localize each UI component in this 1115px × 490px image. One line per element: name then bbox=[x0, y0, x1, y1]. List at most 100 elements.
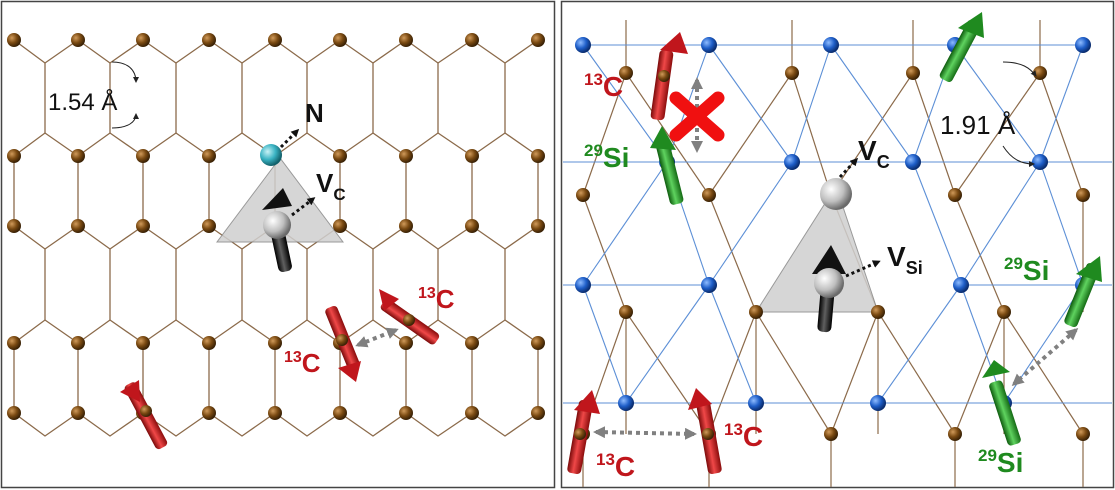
carbon-atom bbox=[71, 219, 85, 233]
c13-spin-arrow bbox=[120, 380, 168, 450]
vacancy-c-atom bbox=[820, 178, 852, 210]
silicon-atom bbox=[870, 395, 886, 411]
nitrogen-label: N bbox=[305, 98, 324, 128]
c13-spin-arrow bbox=[650, 32, 688, 121]
carbon-atom bbox=[202, 219, 216, 233]
carbon-atom bbox=[399, 219, 413, 233]
carbon-atom bbox=[619, 66, 633, 80]
carbon-atom bbox=[749, 305, 763, 319]
bond-length-label: 1.54 Å bbox=[48, 88, 117, 116]
bond-length-label: 1.91 Å bbox=[940, 110, 1016, 140]
sic-bond-network bbox=[563, 20, 1112, 487]
c13-coupling-arrow bbox=[355, 327, 399, 348]
vacancy-si-atom bbox=[814, 268, 844, 298]
carbon-atom bbox=[268, 406, 282, 420]
c13-spin-arrow bbox=[379, 289, 440, 345]
cc-bond-network bbox=[13, 39, 539, 437]
silicon-atom bbox=[701, 37, 717, 53]
silicon-atom bbox=[905, 154, 921, 170]
carbon-atom bbox=[997, 305, 1011, 319]
silicon-atom bbox=[784, 154, 800, 170]
bond-length-bracket bbox=[1002, 145, 1035, 167]
carbon-atom bbox=[465, 33, 479, 47]
carbon-atom bbox=[399, 406, 413, 420]
c13-spin-arrow bbox=[325, 305, 361, 382]
silicon-atom bbox=[748, 395, 764, 411]
carbon-atom bbox=[7, 336, 21, 350]
carbon-atom bbox=[1076, 427, 1090, 441]
carbon-atom bbox=[333, 33, 347, 47]
si29-label: 29Si bbox=[584, 141, 629, 173]
si29-spin-arrow bbox=[939, 12, 984, 83]
carbon-atoms bbox=[7, 33, 545, 420]
carbon-atom bbox=[948, 427, 962, 441]
carbon-atom bbox=[399, 336, 413, 350]
vacancy-c-label: VC bbox=[858, 135, 890, 172]
carbon-atom bbox=[531, 219, 545, 233]
carbon-atom bbox=[71, 33, 85, 47]
silicon-atom bbox=[1032, 154, 1048, 170]
carbon-atom bbox=[71, 336, 85, 350]
blocked-cross-icon bbox=[669, 91, 725, 142]
carbon-atom bbox=[824, 427, 838, 441]
c13-coupling-arrow bbox=[593, 426, 697, 440]
carbon-atom bbox=[465, 336, 479, 350]
carbon-atom bbox=[948, 188, 962, 202]
c13-spin-arrow bbox=[688, 388, 722, 475]
carbon-atom bbox=[906, 66, 920, 80]
bond-length-bracket bbox=[111, 113, 139, 129]
carbon-atom bbox=[531, 33, 545, 47]
nitrogen-atom bbox=[260, 144, 282, 166]
vacancy-triangle bbox=[755, 184, 879, 313]
silicon-atom bbox=[953, 277, 969, 293]
bond-length-bracket bbox=[1002, 61, 1037, 77]
carbon-atom bbox=[531, 406, 545, 420]
carbon-atom bbox=[333, 149, 347, 163]
carbon-atom bbox=[268, 33, 282, 47]
carbon-atom bbox=[136, 33, 150, 47]
carbon-atom bbox=[531, 149, 545, 163]
si29-label: 29Si bbox=[978, 446, 1023, 478]
c13-spin-arrow bbox=[567, 390, 600, 475]
carbon-atom bbox=[399, 149, 413, 163]
carbon-atom bbox=[465, 219, 479, 233]
carbon-atom bbox=[202, 33, 216, 47]
vacancy-atom bbox=[263, 211, 291, 239]
carbon-atom bbox=[531, 336, 545, 350]
c13-label: 13C bbox=[284, 348, 321, 378]
carbon-atom bbox=[71, 149, 85, 163]
carbon-atom bbox=[136, 336, 150, 350]
carbon-atom bbox=[7, 149, 21, 163]
si29-spin-arrow bbox=[982, 360, 1021, 446]
carbon-atom bbox=[7, 33, 21, 47]
carbon-atom bbox=[7, 219, 21, 233]
silicon-atom bbox=[575, 277, 591, 293]
si29-label: 29Si bbox=[1004, 254, 1049, 286]
vacancy-si-label: VSi bbox=[887, 241, 923, 278]
diamond-panel: 1.54 Å N VC bbox=[0, 0, 556, 489]
si29-coupling-arrow bbox=[1011, 328, 1079, 386]
carbon-atom bbox=[785, 66, 799, 80]
carbon-atom bbox=[1076, 188, 1090, 202]
sic-panel: 1.91 Å VC VSi bbox=[560, 0, 1115, 489]
silicon-atom bbox=[1075, 37, 1091, 53]
carbon-atom bbox=[202, 149, 216, 163]
carbon-atom bbox=[1033, 66, 1047, 80]
c13-label: 13C bbox=[724, 420, 763, 452]
carbon-atom bbox=[702, 188, 716, 202]
bond-length-bracket bbox=[111, 61, 139, 83]
vacancy-c-direction-arrow bbox=[838, 157, 859, 179]
nitrogen-direction-arrow bbox=[279, 128, 300, 149]
vacancy-label: VC bbox=[316, 168, 346, 204]
carbon-atom bbox=[465, 406, 479, 420]
carbon-atom bbox=[465, 149, 479, 163]
c13-label: 13C bbox=[596, 450, 635, 482]
silicon-atom bbox=[823, 37, 839, 53]
vacancy-direction-arrow bbox=[291, 197, 316, 217]
carbon-atom bbox=[136, 219, 150, 233]
silicon-atom bbox=[575, 37, 591, 53]
carbon-atom bbox=[268, 336, 282, 350]
si29-spin-arrow bbox=[1064, 256, 1102, 328]
c13-label: 13C bbox=[584, 70, 623, 102]
